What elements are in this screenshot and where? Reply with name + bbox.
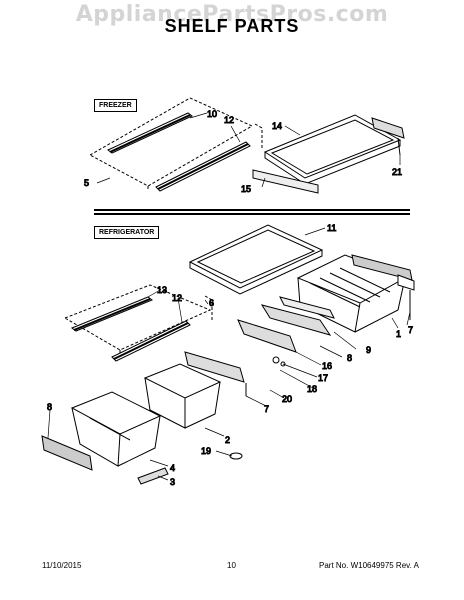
watermark: AppliancePartsPros.com (75, 2, 389, 27)
callout-8-middle: 8 (347, 353, 352, 363)
callout-2: 2 (225, 435, 230, 445)
callout-15: 15 (241, 184, 251, 194)
callout-10: 10 (207, 109, 217, 119)
callout-16: 16 (322, 361, 332, 371)
crisper-rail-part-8 (41, 435, 93, 471)
callout-7-middle: 7 (264, 404, 269, 414)
fridge-rail-part-8 (279, 296, 335, 319)
freezer-shelf-outline (89, 97, 254, 190)
callout-7-right: 7 (408, 325, 413, 335)
callout-14: 14 (272, 121, 282, 131)
callout-18: 18 (307, 384, 317, 394)
footer-part-number: Part No. W10649975 Rev. A (319, 561, 419, 570)
freezer-shelf-trim-part-15 (252, 169, 319, 194)
callout-20: 20 (282, 394, 292, 404)
callout-9: 9 (366, 345, 371, 355)
freezer-rear-trim-part-10 (107, 112, 193, 154)
knob-part-19 (229, 452, 243, 460)
footer-page-number: 10 (227, 561, 236, 570)
footer-date: 11/10/2015 (42, 561, 82, 570)
callout-5: 5 (84, 178, 89, 188)
section-divider-rule (94, 209, 410, 211)
fridge-glass-shelf-part-11 (188, 224, 324, 295)
callout-21: 21 (392, 167, 402, 177)
freezer-bracket-part-21 (371, 117, 405, 156)
callout-13: 13 (157, 285, 167, 295)
section-divider-rule-2 (94, 213, 410, 215)
drawer-handle-part-3 (137, 467, 169, 485)
page-title: SHELF PARTS (164, 16, 300, 36)
fridge-rail-part-9 (260, 304, 332, 336)
callout-8-left: 8 (47, 402, 52, 412)
refrigerator-label: REFRIGERATOR (94, 226, 160, 239)
fridge-rail-part-16 (237, 319, 297, 353)
leader-lines (47, 112, 411, 481)
callout-11: 11 (327, 223, 336, 233)
crisper-drawer-part-2 (143, 363, 222, 429)
callout-17: 17 (318, 373, 328, 383)
fridge-rail-part-7-right (351, 254, 415, 320)
callout-3: 3 (170, 477, 175, 487)
freezer-label: FREEZER (94, 99, 137, 112)
callout-12-freezer: 12 (224, 115, 234, 125)
fridge-rear-trim-part-13 (70, 296, 154, 332)
callout-4: 4 (170, 463, 175, 473)
crisper-drawer-part-4 (70, 391, 162, 467)
callout-1: 1 (396, 329, 401, 339)
callout-6: 6 (209, 298, 214, 308)
freezer-front-trim-part-12 (155, 141, 251, 192)
fridge-rail-part-7-middle (184, 351, 247, 396)
fridge-small-parts-17-18 (272, 356, 286, 367)
fridge-front-trim-part-12 (111, 320, 191, 362)
callout-19: 19 (201, 446, 211, 456)
callout-12-fridge: 12 (172, 293, 182, 303)
